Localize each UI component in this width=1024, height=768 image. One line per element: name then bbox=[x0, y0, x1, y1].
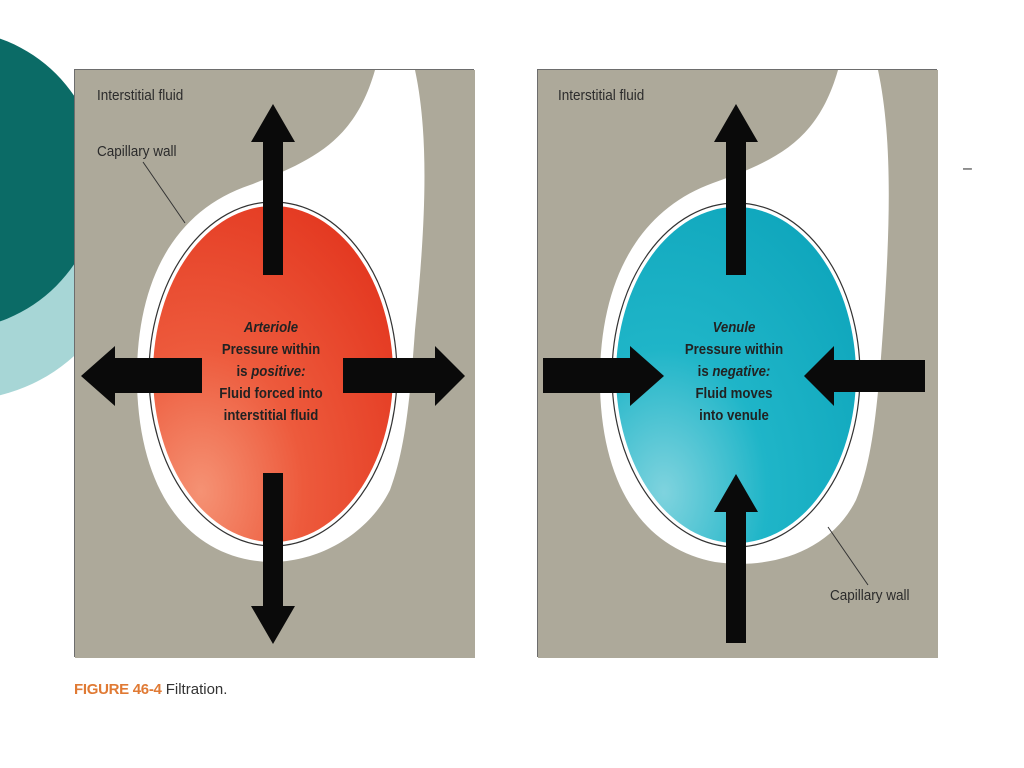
arrow-down-icon bbox=[251, 473, 295, 644]
inward-arrows bbox=[543, 104, 925, 643]
arteriole-panel: Interstitial fluid Capillary wall Arteri… bbox=[74, 69, 475, 658]
capillary-wall-label: Capillary wall bbox=[830, 587, 910, 604]
capillary-wall-leader bbox=[827, 526, 869, 586]
arrow-up-icon bbox=[714, 104, 758, 275]
pressure-sign-prefix: is bbox=[697, 363, 713, 380]
venule-panel: Interstitial fluid Capillary wall Venule… bbox=[537, 69, 938, 658]
pressure-sign-line: is positive: bbox=[183, 361, 359, 383]
decorative-circle-dark bbox=[0, 38, 80, 322]
vessel-title: Venule bbox=[712, 319, 756, 336]
arrow-left-icon bbox=[81, 346, 202, 406]
pressure-sign-line: is negative: bbox=[646, 361, 822, 383]
capillary-wall-leader bbox=[142, 161, 186, 224]
arrow-up-inward-icon bbox=[714, 474, 758, 643]
arteriole-vessel bbox=[153, 206, 393, 542]
stray-dash: – bbox=[963, 160, 972, 177]
interstitial-fluid-label: Interstitial fluid bbox=[558, 87, 645, 104]
figure-caption: FIGURE 46-4 Filtration. bbox=[74, 681, 227, 698]
arrow-up-icon bbox=[251, 104, 295, 275]
vessel-title: Arteriole bbox=[243, 319, 299, 336]
arrow-left-inward-icon bbox=[804, 346, 925, 406]
fluid-direction-line: Fluid forced into bbox=[219, 385, 323, 402]
pressure-line: Pressure within bbox=[221, 341, 321, 358]
fluid-destination-line: interstitial fluid bbox=[223, 407, 319, 424]
fluid-destination-line: into venule bbox=[699, 407, 769, 424]
pressure-sign: negative: bbox=[712, 363, 771, 380]
arteriole-description: Arteriole Pressure within is positive: F… bbox=[183, 317, 359, 427]
outward-arrows bbox=[81, 104, 465, 644]
arrow-right-inward-icon bbox=[543, 346, 664, 406]
decorative-circles bbox=[0, 38, 80, 396]
interstitial-fluid-label: Interstitial fluid bbox=[97, 87, 184, 104]
capillary-wall-label: Capillary wall bbox=[97, 143, 177, 160]
fluid-direction-line: Fluid moves bbox=[695, 385, 773, 402]
pressure-sign-prefix: is bbox=[236, 363, 252, 380]
figure-number: FIGURE 46-4 bbox=[74, 681, 162, 698]
venule-vessel bbox=[616, 207, 856, 543]
figure-caption-text: Filtration. bbox=[161, 681, 228, 698]
arrow-right-icon bbox=[343, 346, 465, 406]
venule-description: Venule Pressure within is negative: Flui… bbox=[646, 317, 822, 427]
pressure-line: Pressure within bbox=[684, 341, 784, 358]
pressure-sign: positive: bbox=[251, 363, 306, 380]
